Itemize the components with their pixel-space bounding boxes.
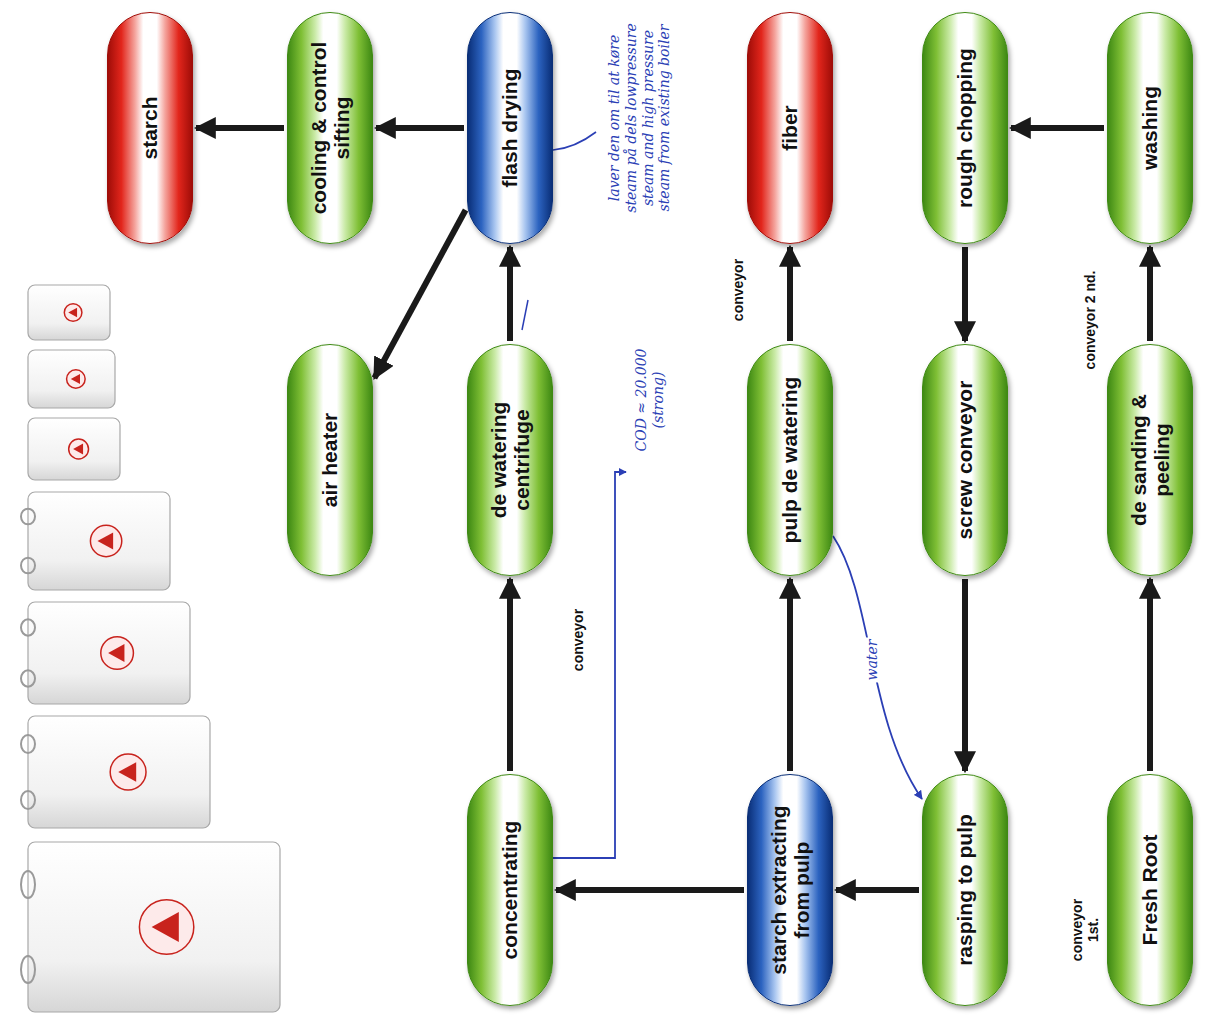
flow-arrow <box>196 125 284 131</box>
product-pill: fiber <box>747 12 833 244</box>
bag-handle <box>21 956 35 983</box>
flow-arrow <box>507 247 513 341</box>
bag-logo <box>139 900 193 954</box>
starch-bag <box>28 842 280 1012</box>
flow-arrow <box>1147 579 1153 771</box>
process-pill: rasping to pulp <box>922 774 1008 1006</box>
process-pill: rough chopping <box>922 12 1008 244</box>
leader-line <box>553 132 596 150</box>
step-label: screw conveyor <box>953 359 976 561</box>
flow-arrow <box>1011 125 1104 131</box>
step-label: cooling & control sifting <box>307 27 353 229</box>
process-pill: pulp de watering <box>747 344 833 576</box>
process-pill: screw conveyor <box>922 344 1008 576</box>
bag-logo-triangle <box>152 912 179 942</box>
starch-bags <box>21 285 280 1012</box>
step-label: pulp de watering <box>778 359 801 561</box>
handwritten-note: laver den om til at køre steam på dels l… <box>606 13 673 223</box>
bag-logo <box>67 370 86 389</box>
leader-line <box>553 472 626 858</box>
bag-handle <box>21 791 35 809</box>
bag-logo <box>64 304 82 322</box>
process-pill: starch extracting from pulp <box>747 774 833 1006</box>
step-label: rough chopping <box>953 27 976 229</box>
flow-arrow <box>962 579 968 771</box>
process-pill: washing <box>1107 12 1193 244</box>
edge-label: water <box>863 638 880 683</box>
bag-handle <box>21 509 35 525</box>
starch-bag <box>28 418 120 480</box>
product-pill: starch <box>107 12 193 244</box>
bag-logo-triangle <box>97 532 113 549</box>
starch-bag <box>28 350 115 408</box>
flow-arrow <box>836 887 919 893</box>
flow-arrow <box>556 887 744 893</box>
bag-handle <box>21 735 35 753</box>
bag-logo <box>110 754 146 790</box>
flow-arrow <box>962 247 968 341</box>
step-label: starch <box>138 27 161 229</box>
starch-bag <box>28 492 170 590</box>
step-label: starch extracting from pulp <box>767 789 813 991</box>
step-label: de watering centrifuge <box>487 359 533 561</box>
process-pill: air heater <box>287 344 373 576</box>
bag-handle <box>21 670 35 686</box>
bag-logo <box>101 637 134 670</box>
process-pill: de watering centrifuge <box>467 344 553 576</box>
starch-bag <box>28 602 190 704</box>
step-label: concentrating <box>498 789 521 991</box>
bag-handle <box>21 619 35 635</box>
step-label: Fresh Root <box>1138 789 1161 991</box>
step-label: rasping to pulp <box>953 789 976 991</box>
step-label: air heater <box>318 359 341 561</box>
bag-logo <box>69 439 89 459</box>
process-pill: flash drying <box>467 12 553 244</box>
flow-arrow <box>376 125 464 131</box>
bag-logo <box>90 525 121 556</box>
bag-handle <box>21 558 35 574</box>
conveyor-label: conveyor <box>570 590 586 690</box>
flow-arrow <box>787 579 793 771</box>
conveyor-label: conveyor 1st. <box>1069 890 1101 970</box>
bag-handle <box>21 871 35 898</box>
step-label: fiber <box>778 27 801 229</box>
starch-bag <box>28 285 110 340</box>
flow-arrow <box>1147 247 1153 341</box>
flow-arrow <box>374 210 465 378</box>
bag-logo-triangle <box>68 308 77 318</box>
pen-mark <box>522 300 528 330</box>
process-pill: de sanding & peeling <box>1107 344 1193 576</box>
process-pill: Fresh Root <box>1107 774 1193 1006</box>
process-pill: concentrating <box>467 774 553 1006</box>
step-label: flash drying <box>498 27 521 229</box>
step-label: de sanding & peeling <box>1127 359 1173 561</box>
bag-logo-triangle <box>108 644 124 662</box>
starch-bag <box>28 716 210 828</box>
bag-logo-triangle <box>71 374 80 384</box>
handwritten-note: COD ≈ 20.000 (strong) <box>633 320 667 480</box>
step-label: washing <box>1138 27 1161 229</box>
conveyor-label: conveyor 2 nd. <box>1082 250 1098 390</box>
bag-logo-triangle <box>73 444 83 455</box>
flow-arrow <box>507 579 513 771</box>
flow-arrow <box>787 247 793 341</box>
conveyor-label: conveyor <box>730 240 746 340</box>
process-pill: cooling & control sifting <box>287 12 373 244</box>
bag-logo-triangle <box>118 762 136 782</box>
water-return-line <box>833 536 922 799</box>
